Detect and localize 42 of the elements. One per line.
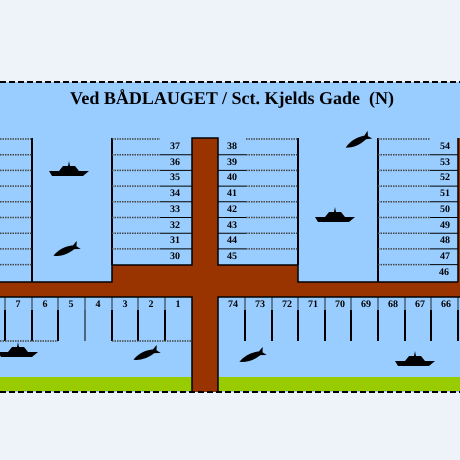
berth-number: 32 [169,220,181,232]
map-title: Ved BÅDLAUGET / Sct. Kjelds Gade (N) [68,88,396,109]
berth-number: 45 [226,250,238,263]
berth-number: 7 [14,299,22,311]
berth-number: 67 [414,299,426,311]
berth-number: 72 [281,299,293,311]
berth-number: 35 [169,172,181,184]
berth-number: 52 [439,172,451,184]
berth-number: 70 [334,299,346,311]
berth-number: 43 [226,220,238,232]
berth-number: 41 [226,188,238,200]
berth-number: 53 [439,156,451,169]
berth-number: 48 [439,235,451,248]
berth-number: 4 [94,299,102,311]
berth-number: 2 [148,299,154,311]
berth-number: 74 [227,299,239,311]
berth-number: 36 [169,156,181,169]
berth-number: 47 [439,250,451,263]
berth-number: 37 [169,141,181,153]
berth-number: 50 [439,204,451,216]
berth-number: 30 [169,250,181,263]
berth-number: 39 [226,156,238,169]
berth-number: 49 [439,220,451,232]
berth-number: 42 [226,204,238,216]
berth-number: 31 [169,235,181,248]
berth-number: 54 [439,141,451,153]
berth-number: 46 [438,267,450,279]
berth-number: 5 [68,299,74,311]
berth-number: 69 [360,299,372,311]
berth-number: 73 [254,299,266,311]
berth-number: 68 [387,299,399,311]
berth-number: 38 [226,141,238,153]
berth-number: 66 [440,299,452,311]
berth-number: 33 [169,204,181,216]
berth-number: 34 [169,188,181,200]
berth-number: 44 [226,235,238,248]
berth-number: 6 [42,299,48,311]
berth-number: 71 [307,299,319,311]
berth-number: 40 [226,172,238,184]
berth-number: 3 [122,299,128,311]
berth-number: 51 [439,188,451,200]
berth-number: 1 [174,299,182,311]
